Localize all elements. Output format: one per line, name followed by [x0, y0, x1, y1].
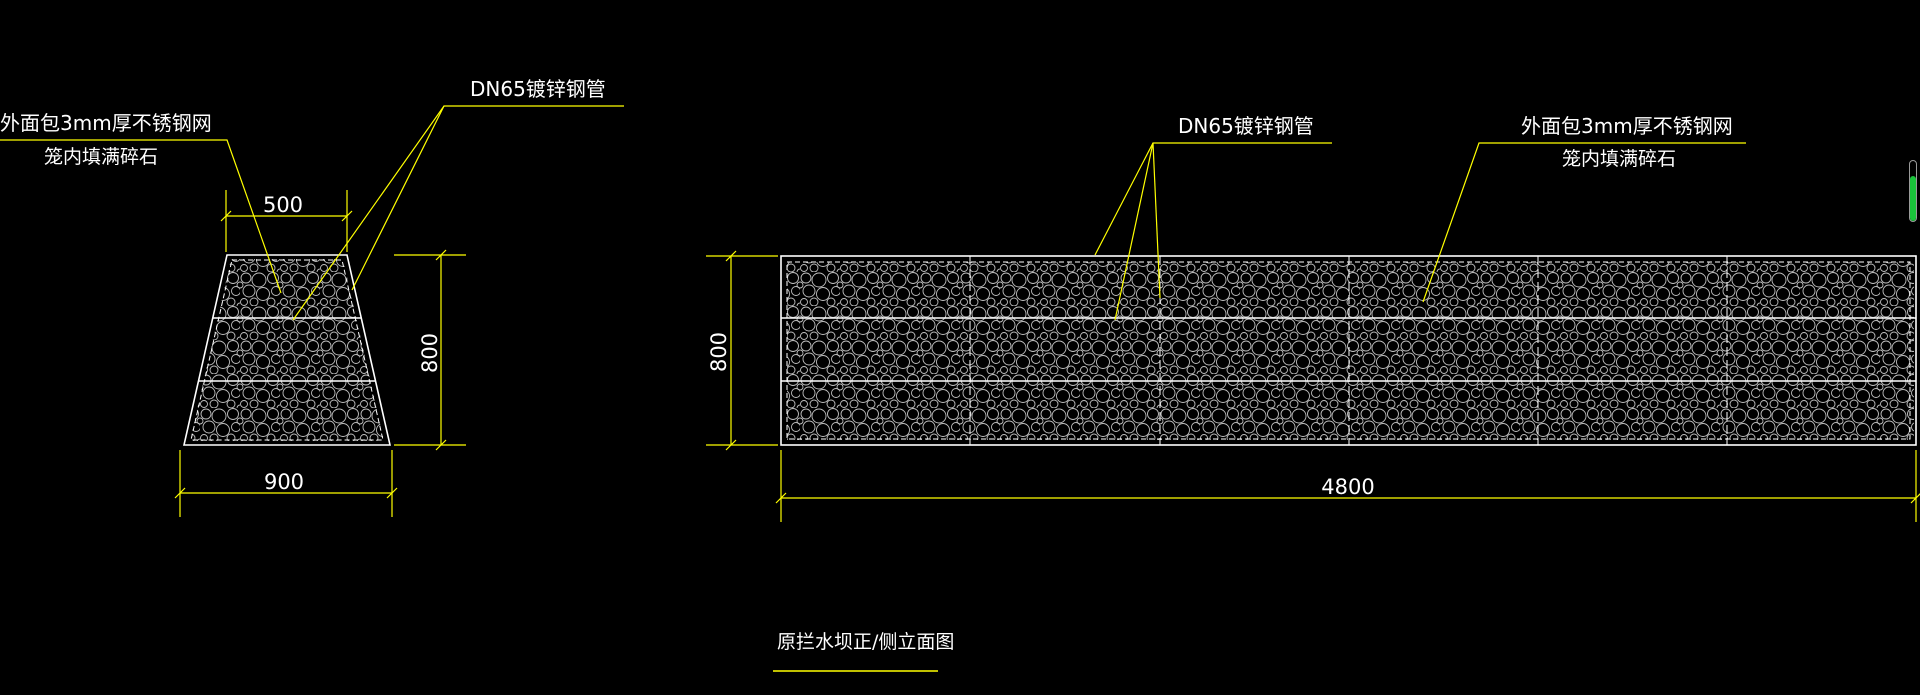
- dim-length-4800: [775, 450, 1920, 522]
- dim-height-right-label: 800: [707, 332, 731, 372]
- dim-top-label: 500: [263, 193, 303, 217]
- note-pipe-left: DN65镀锌钢管: [470, 77, 606, 101]
- dim-length-label: 4800: [1321, 475, 1374, 499]
- drawing-title: 原拦水坝正/侧立面图: [777, 631, 954, 653]
- leader-mesh-right: [1422, 142, 1746, 303]
- section-outline-inner: [190, 259, 384, 441]
- scroll-indicator[interactable]: [1909, 160, 1917, 222]
- scroll-indicator-fill: [1910, 176, 1916, 221]
- side-section-view: 500 900 800 外面包3mm厚不锈钢网 笼内填满碎石: [0, 77, 624, 517]
- note-mesh-right: 外面包3mm厚不锈钢网: [1521, 114, 1733, 138]
- drawing-title-block: 原拦水坝正/侧立面图: [773, 631, 954, 672]
- note-fill-left: 笼内填满碎石: [44, 146, 158, 168]
- section-outline-outer: [182, 254, 392, 446]
- dim-height-800-right: [706, 250, 778, 451]
- dim-top-500: [220, 190, 353, 252]
- dim-height-800-left: [394, 249, 466, 451]
- dim-bottom-900: [174, 450, 398, 517]
- note-pipe-right: DN65镀锌钢管: [1178, 114, 1314, 138]
- elevation-stone-fill: [787, 262, 1914, 440]
- leader-mesh-left: [0, 139, 282, 294]
- dim-height-left-label: 800: [418, 333, 442, 373]
- leader-pipe-left: [292, 105, 624, 321]
- note-mesh-left: 外面包3mm厚不锈钢网: [0, 111, 212, 135]
- dim-bottom-label: 900: [264, 470, 304, 494]
- front-elevation-view: 800 4800 DN65镀锌钢管 外面包3mm厚不锈钢网 笼内填满碎石: [706, 114, 1920, 522]
- note-fill-right: 笼内填满碎石: [1562, 148, 1676, 170]
- section-stone-fill: [190, 259, 384, 441]
- leader-pipe-right: [1094, 142, 1332, 321]
